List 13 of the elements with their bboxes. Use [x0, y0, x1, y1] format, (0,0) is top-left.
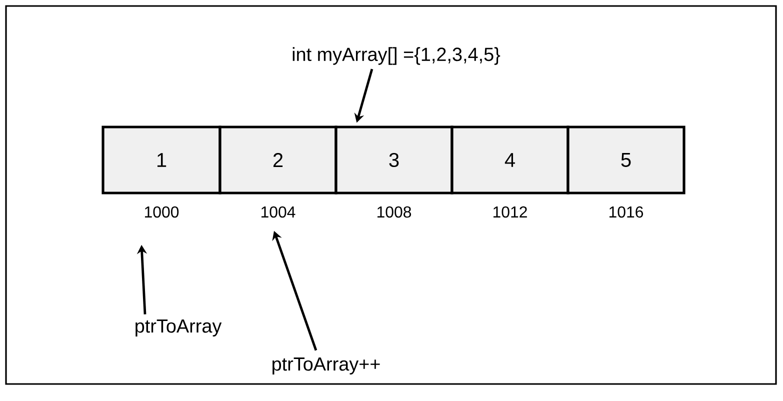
array-cell: 3: [334, 126, 454, 194]
array-cell: 2: [218, 126, 338, 194]
address-label: 1008: [378, 206, 412, 218]
array-cell: 4: [450, 126, 570, 194]
pointer-label: ptrToArray: [136, 320, 222, 336]
array-cell: 5: [566, 126, 686, 194]
address-label: 1012: [494, 206, 527, 218]
pointer-label: ptrToArray++: [272, 358, 380, 374]
address-label: 1004: [262, 206, 296, 218]
address-label: 1000: [145, 206, 179, 218]
address-label: 1016: [610, 206, 644, 218]
array-cell: 1: [102, 126, 222, 194]
code-text: int myArray[] ={1,2,3,4,5}: [292, 47, 500, 65]
